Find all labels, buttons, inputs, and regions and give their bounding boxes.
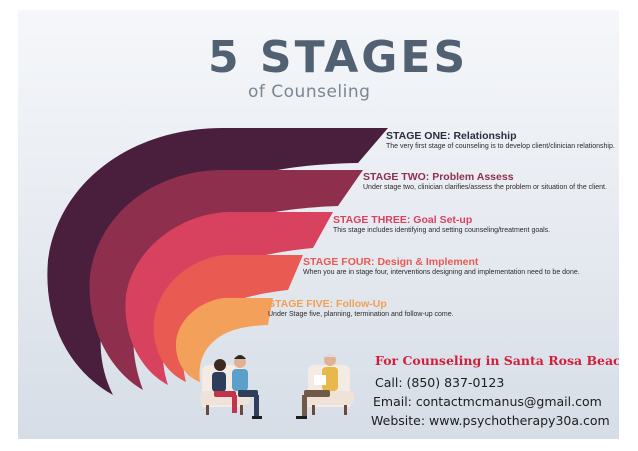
stage-heading: STAGE THREE: Goal Set-up (333, 214, 473, 226)
stage-wing-graphic (47, 128, 389, 395)
stage-description: Under stage two, clinician clarifies/ass… (363, 184, 607, 191)
stage-arc-3 (125, 212, 333, 385)
stage-arc-2 (89, 170, 364, 390)
contact-website[interactable]: Website: www.psychotherapy30a.com (371, 413, 610, 428)
stage-heading: STAGE TWO: Problem Assess (363, 171, 514, 183)
stage-description: This stage includes identifying and sett… (333, 227, 551, 234)
stage-five: STAGE FIVE: Follow-Up Under Stage five, … (268, 298, 568, 319)
stage-arc-5 (175, 298, 273, 382)
stage-four: STAGE FOUR: Design & Implement When you … (303, 256, 583, 277)
cta-heading: For Counseling in Santa Rosa Beach (375, 353, 619, 368)
stage-heading: STAGE FOUR: Design & Implement (303, 256, 479, 268)
stage-arc-4 (153, 255, 303, 382)
stage-description: When you are in stage four, intervention… (303, 269, 580, 276)
stage-description: Under Stage five, planning, termination … (268, 311, 454, 318)
counseling-session-illustration (200, 353, 354, 419)
contact-phone[interactable]: Call: (850) 837-0123 (375, 375, 505, 390)
stage-two: STAGE TWO: Problem Assess Under stage tw… (363, 171, 613, 192)
stage-description: The very first stage of counseling is to… (386, 143, 615, 150)
stage-heading: STAGE FIVE: Follow-Up (268, 298, 387, 310)
page-subtitle: of Counseling (248, 82, 371, 102)
stage-arc-1 (47, 128, 389, 395)
contact-email[interactable]: Email: contactmcmanus@gmail.com (373, 394, 602, 409)
page-title: 5 STAGES (208, 32, 469, 83)
stage-heading: STAGE ONE: Relationship (386, 130, 517, 142)
poster: 5 STAGES of Counseling STAGE ONE: Relati… (18, 10, 619, 439)
stage-three: STAGE THREE: Goal Set-up This stage incl… (333, 214, 613, 235)
stage-one: STAGE ONE: Relationship The very first s… (386, 130, 616, 151)
